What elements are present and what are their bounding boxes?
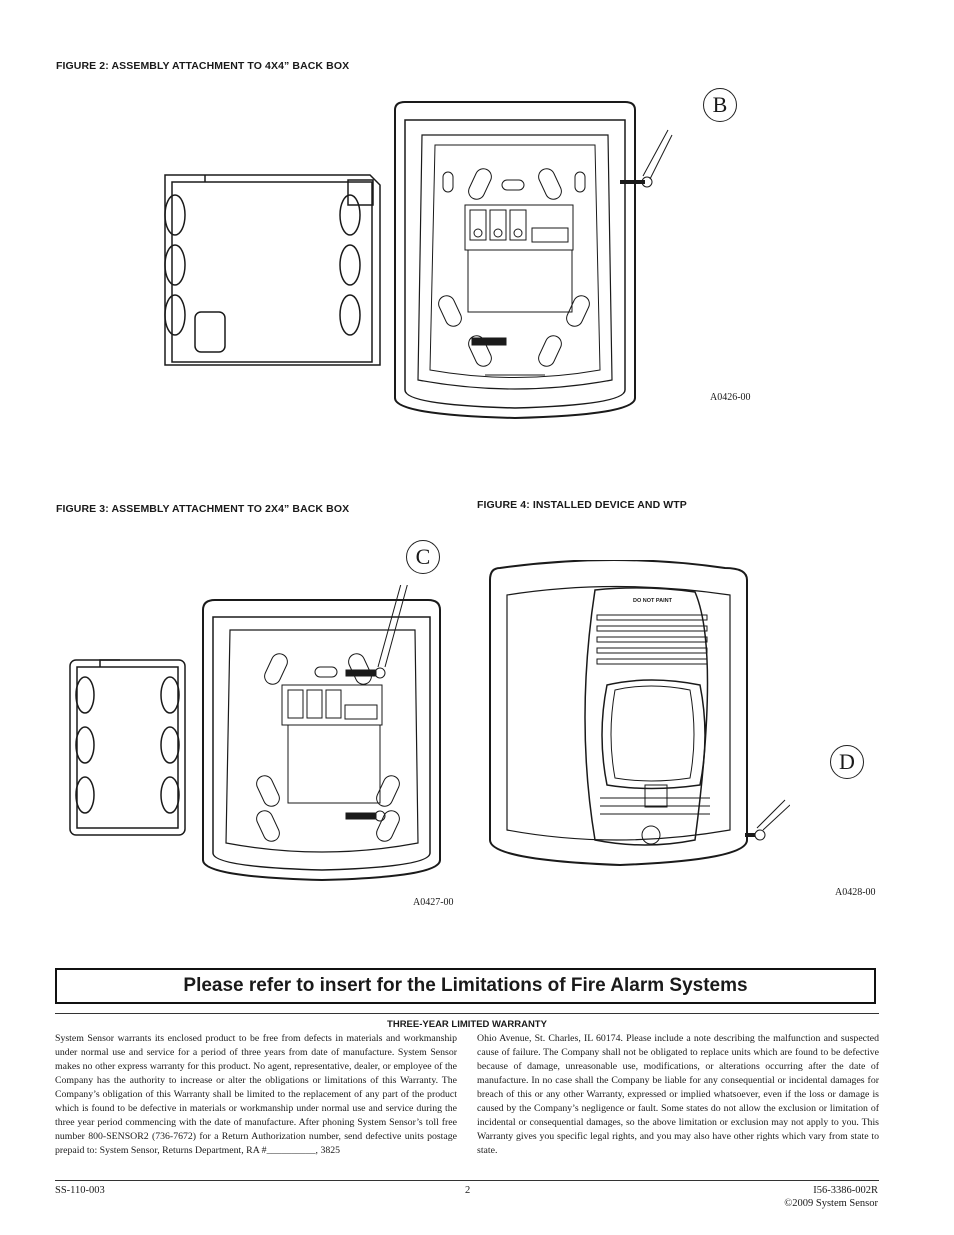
back-box-4x4 (164, 174, 381, 366)
installed-device (489, 560, 790, 867)
callout-b: B (703, 88, 737, 122)
callout-c: C (406, 540, 440, 574)
figure-4-code: A0428-00 (835, 887, 876, 898)
warranty-top-rule (55, 1013, 879, 1014)
page-number: 2 (465, 1185, 471, 1196)
warranty-column-1: System Sensor warrants its enclosed prod… (55, 1033, 457, 1156)
figure-4-caption: FIGURE 4: INSTALLED DEVICE AND WTP (477, 499, 687, 511)
do-not-paint-label: DO NOT PAINT (633, 598, 673, 604)
figure-2-drawing (164, 101, 673, 420)
warranty-column-2: Ohio Avenue, St. Charles, IL 60174. Plea… (477, 1033, 879, 1156)
back-box-2x4 (69, 659, 186, 836)
callout-d: D (830, 745, 864, 779)
device-housing (394, 101, 673, 420)
figure-4-drawing (489, 560, 790, 867)
figure-3-code: A0427-00 (413, 897, 454, 908)
figure-3-drawing (69, 585, 441, 882)
device-housing-2x4 (202, 585, 441, 882)
limitations-banner: Please refer to insert for the Limitatio… (55, 968, 876, 1004)
warranty-title: THREE-YEAR LIMITED WARRANTY (387, 1019, 547, 1030)
footer-doc-number: SS-110-003 (55, 1185, 105, 1196)
figure-3-caption: FIGURE 3: ASSEMBLY ATTACHMENT TO 2X4” BA… (56, 503, 350, 515)
footer-rule (55, 1180, 879, 1181)
figure-2-code: A0426-00 (710, 392, 751, 403)
figure-2-caption: FIGURE 2: ASSEMBLY ATTACHMENT TO 4X4” BA… (56, 60, 350, 72)
footer-copyright: ©2009 System Sensor (784, 1198, 878, 1209)
footer-part-number: I56-3386-002R (813, 1185, 878, 1196)
